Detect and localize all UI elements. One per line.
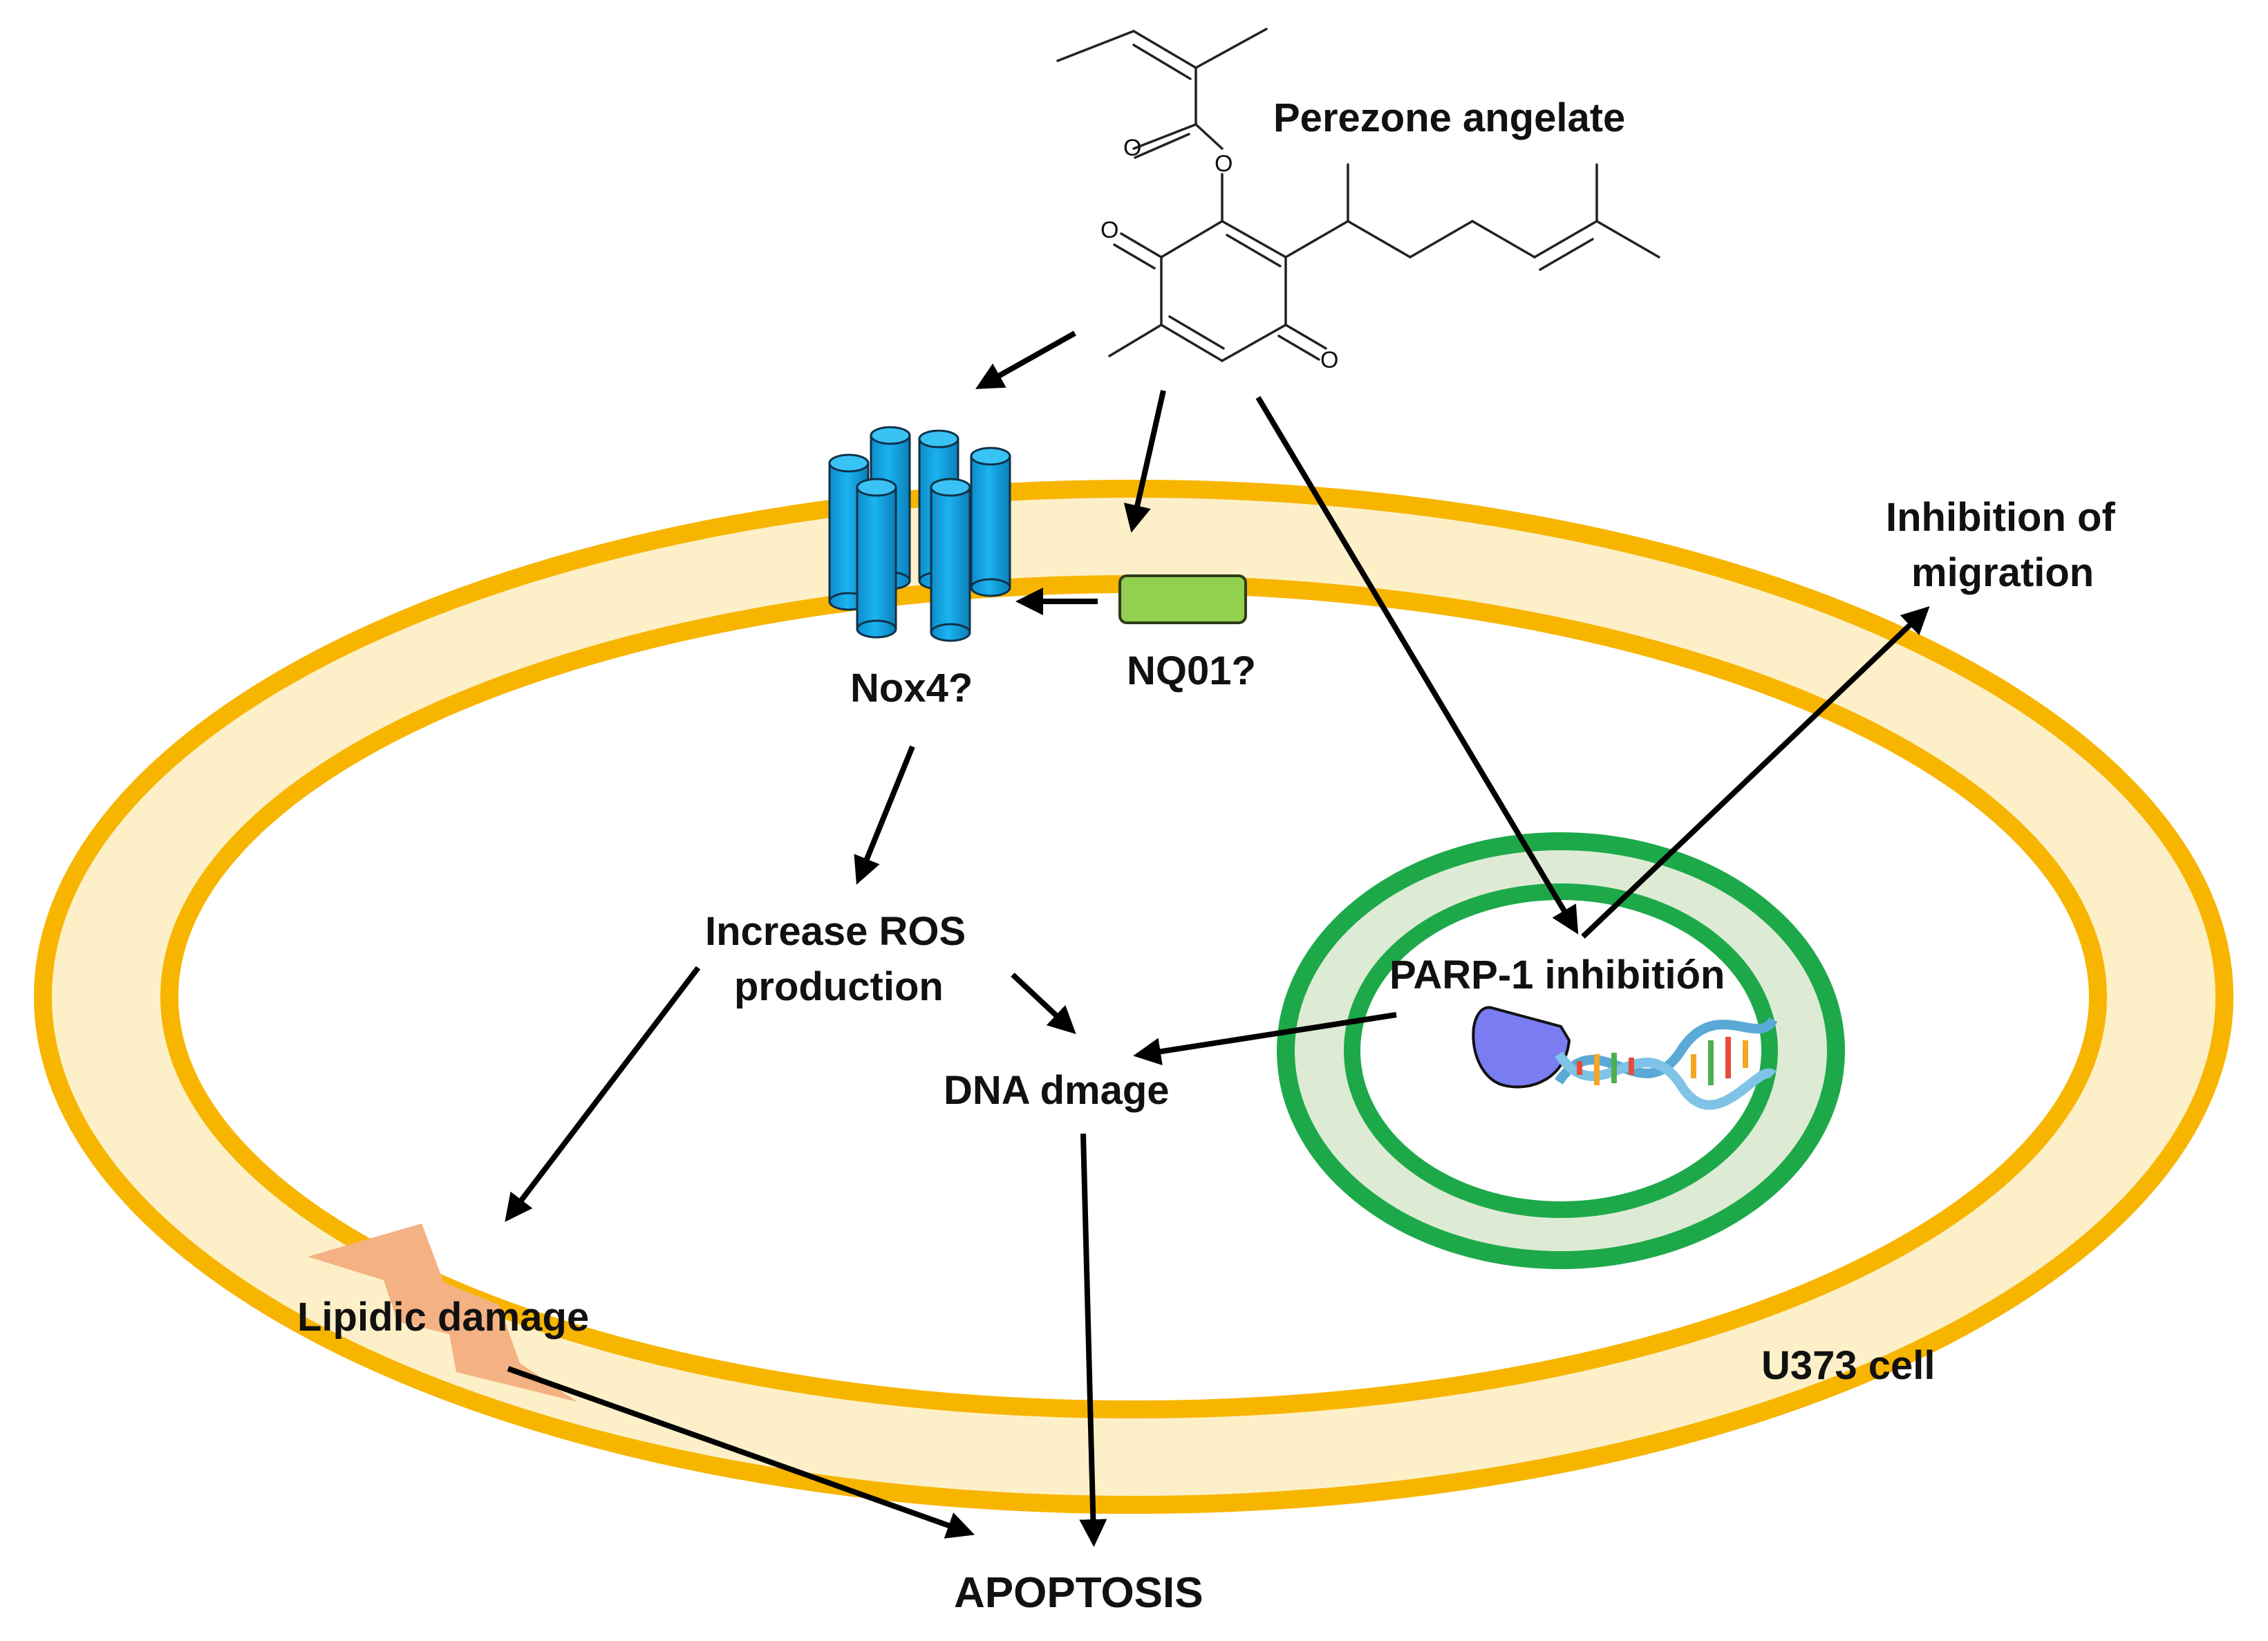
nq01-label: NQ01?: [1127, 648, 1256, 693]
pathway-arrows: [505, 330, 1930, 1547]
arrow-compound-to-nox4: [975, 330, 1076, 389]
lightning-bolt-icon: [308, 1223, 577, 1402]
parp1-label: PARP-1 inhibitión: [1389, 953, 1725, 997]
oxygen-atom: O: [1215, 151, 1233, 177]
cell-label: U373 cell: [1761, 1343, 1936, 1388]
arrow-ros-to-lipidic-damage: [505, 966, 701, 1222]
dna-damage-label: DNA dmage: [944, 1068, 1170, 1113]
ros-label-line2: production: [734, 964, 944, 1009]
migration-label-line2: migration: [1911, 550, 2094, 595]
oxygen-atom: O: [1123, 135, 1141, 161]
oxygen-atom: O: [1100, 217, 1118, 243]
nox4-channel-icon: [828, 426, 1011, 642]
nox4-label: Nox4?: [850, 666, 973, 711]
migration-label-line1: Inhibition of: [1886, 495, 2115, 540]
cylinder: [930, 478, 971, 642]
cylinder: [856, 478, 897, 639]
apoptosis-label: APOPTOSIS: [954, 1569, 1203, 1617]
arrow-dna-damage-to-apoptosis: [1079, 1133, 1107, 1547]
arrow-ros-to-dna-damage: [1011, 973, 1076, 1034]
arrow-compound-to-nq01: [1123, 390, 1166, 533]
perezone-angelate-structure: O O O O: [1056, 28, 1660, 373]
arrow-lipidic-to-apoptosis: [507, 1366, 975, 1539]
arrow-parp1-to-dna-damage: [1133, 1012, 1397, 1066]
oxygen-atom: O: [1320, 347, 1338, 373]
lipidic-damage-label: Lipidic damage: [297, 1295, 589, 1340]
nq01-enzyme-icon: [1118, 574, 1247, 624]
arrow-compound-to-parp1: [1255, 395, 1579, 935]
compound-label: Perezone angelate: [1273, 95, 1625, 140]
arrow-parp1-to-migration: [1581, 606, 1930, 939]
cylinder: [970, 447, 1011, 597]
ros-label-line1: Increase ROS: [705, 909, 966, 954]
dna-double-helix-icon: [1555, 1017, 1778, 1110]
cylinder: [828, 453, 870, 611]
arrow-nox4-to-ros: [854, 745, 915, 885]
